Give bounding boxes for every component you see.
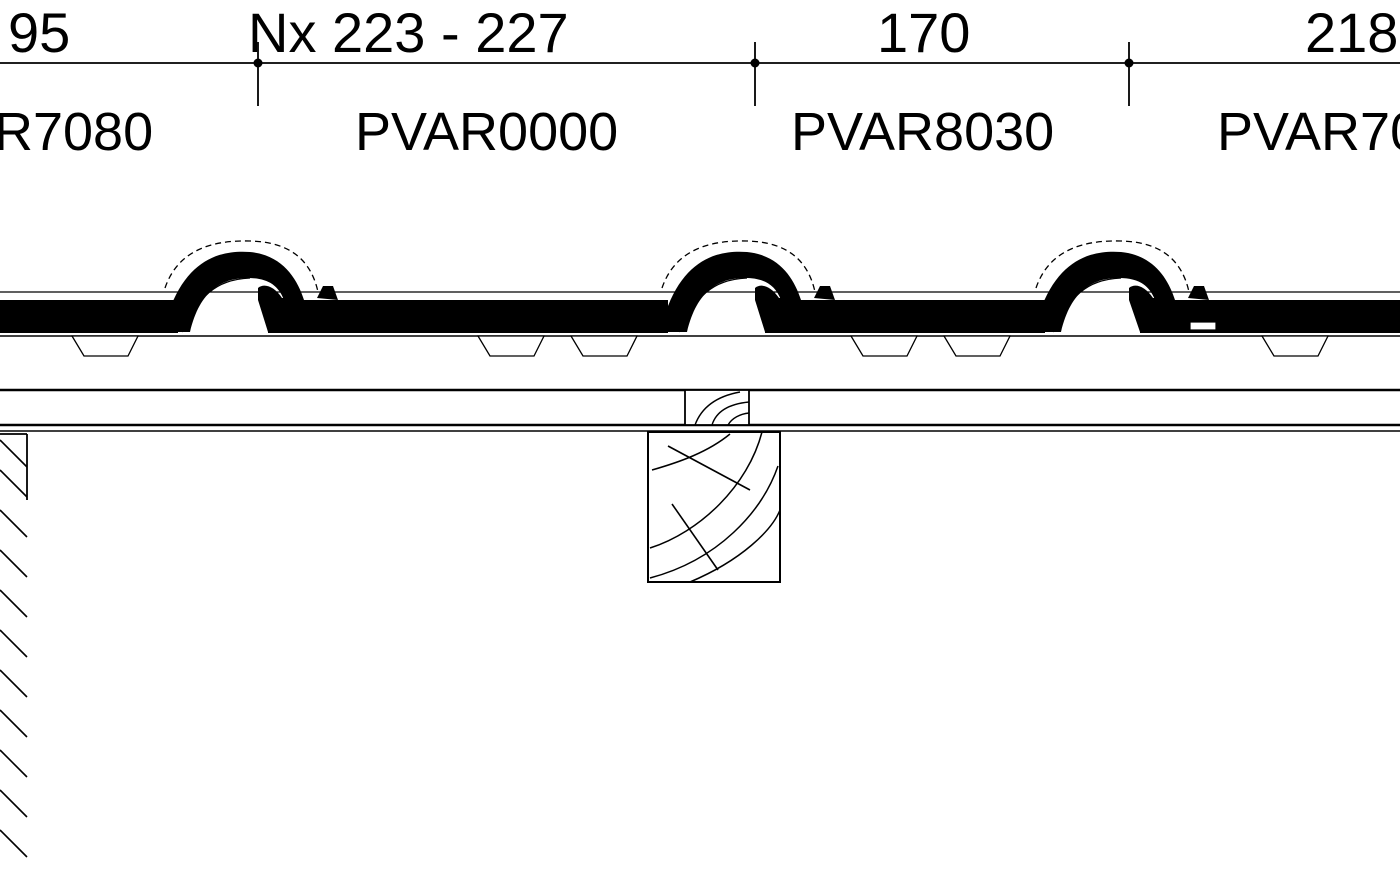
dimension-line — [0, 42, 1400, 106]
dimension-label: Nx 223 - 227 — [248, 1, 569, 64]
tile-code-label: PVAR70 — [1217, 102, 1400, 162]
dimension-tick — [1124, 58, 1134, 68]
tile-code-label: PVAR8030 — [791, 102, 1054, 162]
tile-nibs — [70, 335, 1330, 357]
tile-nib — [942, 335, 1012, 357]
rafter-section — [647, 431, 781, 583]
tile-roll — [661, 240, 835, 333]
tile-nib — [70, 335, 140, 357]
roof-tile-profile — [0, 240, 1400, 357]
counter-batten — [684, 389, 750, 426]
wall-hatching — [0, 439, 28, 858]
tile-roll — [164, 240, 338, 333]
dimension-label: 170 — [877, 1, 970, 64]
tile-pan — [268, 300, 668, 333]
tile-pan — [0, 300, 178, 333]
dimension-tick — [253, 58, 263, 68]
tile-pan — [1140, 300, 1400, 333]
dimension-label: 95 — [8, 1, 70, 64]
tile-code-label: R7080 — [0, 102, 153, 162]
tile-nib — [1260, 335, 1330, 357]
tile-nib — [476, 335, 546, 357]
tile-nib — [849, 335, 919, 357]
dimension-tick — [750, 58, 760, 68]
dimension-label: 218 — [1305, 1, 1398, 64]
tile-pan — [765, 300, 1045, 333]
tile-nib — [569, 335, 639, 357]
tile-code-label: PVAR0000 — [355, 102, 618, 162]
dimension-ticks — [253, 58, 1134, 68]
wall-section — [0, 433, 28, 858]
tile-roll — [1035, 240, 1217, 333]
